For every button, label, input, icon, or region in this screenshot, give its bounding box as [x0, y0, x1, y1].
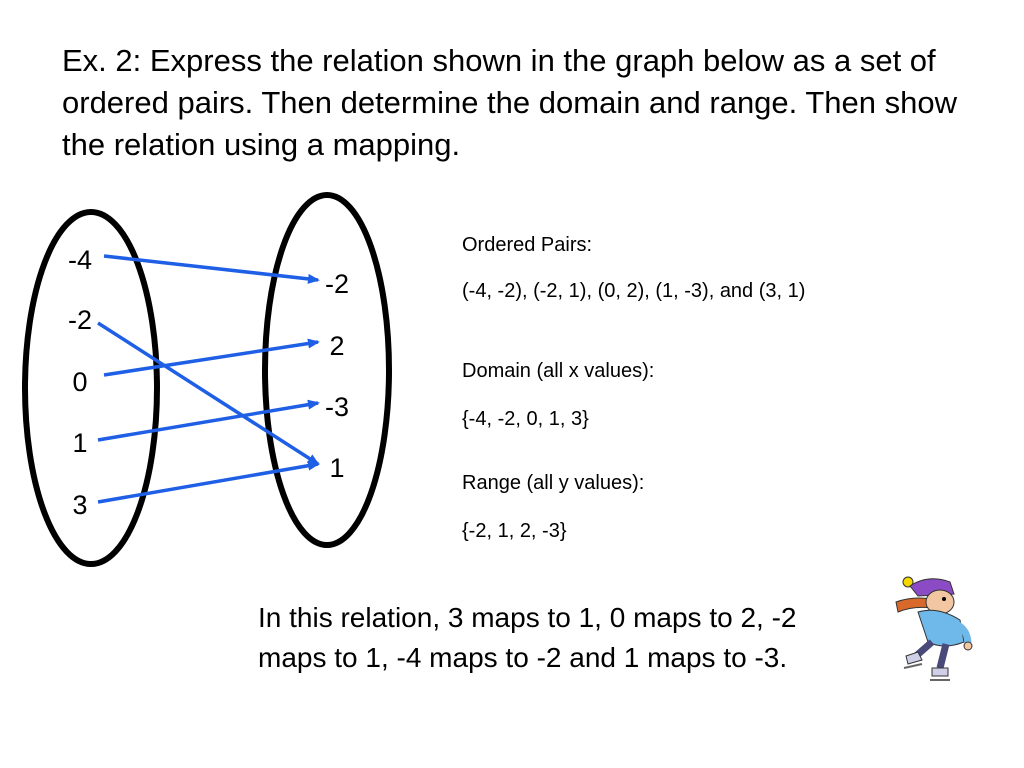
domain-value-label: -4: [68, 245, 92, 275]
range-value-label: -2: [325, 269, 349, 299]
slide-title: Ex. 2: Express the relation shown in the…: [62, 43, 957, 162]
range-label: Range (all y values):: [462, 472, 645, 494]
domain-value-label: 0: [72, 367, 87, 397]
domain-oval: [22, 209, 160, 567]
mapping-arrow: [103, 254, 320, 284]
ordered-pairs-label: Ordered Pairs:: [462, 234, 593, 256]
ordered-pairs-value: (-4, -2), (-2, 1), (0, 2), (1, -3), and …: [462, 280, 806, 302]
range-value: {-2, 1, 2, -3}: [462, 520, 567, 542]
domain-value-label: 1: [72, 428, 87, 458]
domain-value: {-4, -2, 0, 1, 3}: [462, 408, 589, 430]
mapping-arrow: [103, 338, 320, 377]
ice-skater-icon: [895, 576, 973, 681]
relation-summary: In this relation, 3 maps to 1, 0 maps to…: [258, 602, 797, 673]
range-value-label: 1: [329, 453, 344, 483]
domain-label: Domain (all x values):: [462, 360, 655, 382]
range-value-label: 2: [329, 331, 344, 361]
mapping-arrow: [97, 399, 320, 442]
mapping-arrow: [97, 460, 320, 504]
mapping-diagram: -4 -2 0 1 3 -2 2 -3 1: [22, 192, 392, 567]
range-value-label: -3: [325, 392, 349, 422]
domain-value-label: -2: [68, 305, 92, 335]
range-oval: [262, 192, 392, 548]
domain-value-label: 3: [72, 490, 87, 520]
mapping-arrow: [97, 321, 320, 466]
